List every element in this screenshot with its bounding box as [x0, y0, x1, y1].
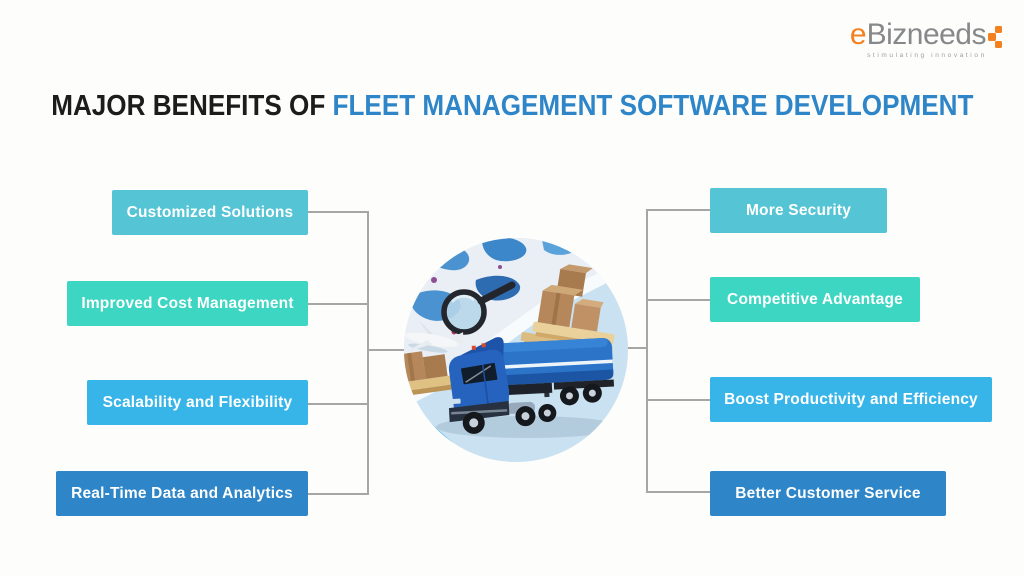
page-title: MAJOR BENEFITS OF FLEET MANAGEMENT SOFTW… — [51, 90, 973, 123]
benefit-box-competitive-advantage: Competitive Advantage — [710, 277, 920, 322]
center-image — [404, 238, 628, 462]
connector-right-branch-2 — [648, 299, 710, 301]
benefit-box-scalability: Scalability and Flexibility — [87, 380, 308, 425]
fleet-truck-illustration — [404, 238, 628, 462]
connector-right-branch-4 — [648, 491, 710, 493]
connector-right-branch-1 — [648, 209, 710, 211]
connector-right-branch-3 — [648, 399, 710, 401]
logo-squares-icon — [988, 24, 1004, 50]
connector-left-branch-3 — [308, 403, 369, 405]
connector-left-branch-2 — [308, 303, 369, 305]
logo-letter-e: e — [849, 18, 867, 51]
connector-right-trunk — [646, 209, 648, 493]
logo-tagline: stimulating innovation — [867, 52, 987, 59]
connector-left-branch-4 — [308, 493, 369, 495]
connector-left-branch-1 — [308, 211, 369, 213]
title-prefix: MAJOR BENEFITS OF — [51, 90, 333, 122]
title-highlight: FLEET MANAGEMENT SOFTWARE DEVELOPMENT — [332, 90, 974, 122]
logo-word-rest: Bizneeds — [866, 18, 987, 51]
benefit-box-improved-cost: Improved Cost Management — [67, 281, 308, 326]
benefit-box-boost-productivity: Boost Productivity and Efficiency — [710, 377, 992, 422]
benefit-box-customized-solutions: Customized Solutions — [112, 190, 308, 235]
magnifier-icon — [441, 281, 516, 335]
connector-left-trunk — [367, 211, 369, 495]
benefit-box-realtime-data: Real-Time Data and Analytics — [56, 471, 308, 516]
truck-illustration — [448, 337, 615, 434]
connector-left-center — [367, 349, 415, 351]
benefit-box-more-security: More Security — [710, 188, 887, 233]
benefit-box-better-customer-service: Better Customer Service — [710, 471, 946, 516]
